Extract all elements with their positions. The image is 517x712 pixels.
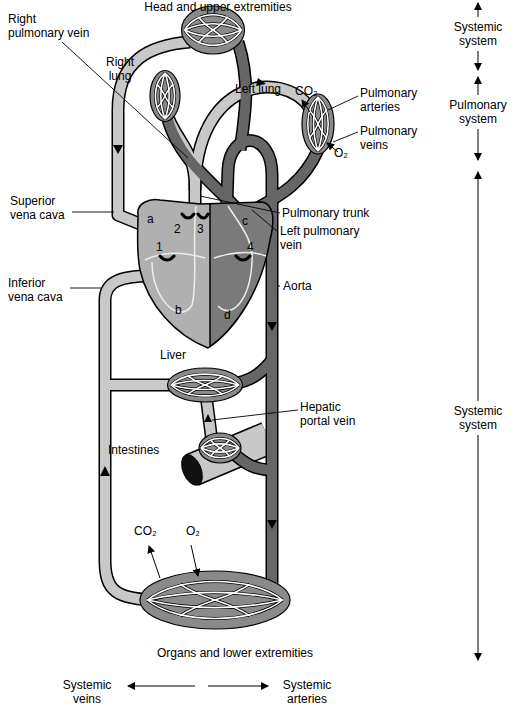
valve — [160, 256, 174, 260]
vessel-outline — [105, 276, 160, 600]
region-label: Head and upper extremities — [128, 0, 308, 14]
vessel-label: Pulmonary trunk — [282, 206, 392, 220]
right-ventricle-channel — [152, 206, 196, 312]
vessel-label: Superior vena cava — [10, 194, 75, 222]
leader-line — [200, 196, 280, 213]
leader-line — [212, 410, 298, 420]
leader-line — [62, 42, 188, 158]
heart-valves — [160, 214, 250, 260]
vessel-outline — [105, 379, 175, 392]
vessel-label: Pulmonary veins — [360, 124, 430, 152]
system-label: Systemic system — [443, 20, 513, 48]
bracket-arrow — [478, 51, 479, 70]
hepatic-vein-vessel — [105, 380, 175, 390]
leader-line — [72, 212, 114, 213]
gas-arrows — [149, 100, 338, 578]
legend-text: Systemic veins — [52, 678, 122, 706]
heart-outline — [138, 200, 273, 348]
vessel-label: Aorta — [283, 279, 343, 293]
bracket-arrow — [478, 435, 479, 660]
gas-label: CO₂ — [295, 84, 325, 98]
leader-line — [333, 132, 358, 142]
intestine-capillary-bed — [199, 433, 241, 463]
leader-line — [328, 96, 358, 110]
inferior-vena-cava-vessel — [105, 276, 160, 600]
leader-line — [70, 288, 101, 289]
flow-arrow — [204, 414, 212, 422]
flow-arrow — [100, 466, 110, 476]
valve-number: 2 — [174, 222, 186, 236]
gas-arrow — [191, 545, 198, 576]
carotid-vessel — [238, 42, 246, 150]
flow-arrows — [100, 78, 277, 529]
gas-arrow — [149, 546, 160, 578]
vessel-label: Pulmonary arteries — [360, 86, 430, 114]
bracket-arrow — [478, 129, 479, 160]
organ-label: Liver — [160, 348, 210, 362]
vessel-label: Left pulmonary vein — [280, 224, 380, 252]
bracket-arrow — [478, 3, 479, 17]
left-av-boundary — [214, 252, 266, 258]
chamber-letter: b — [175, 303, 189, 317]
chamber-letter: a — [147, 212, 161, 226]
bracket-arrow — [478, 77, 479, 95]
organ-label: Intestines — [108, 443, 178, 457]
chamber-letter: c — [242, 214, 256, 228]
gas-label: O₂ — [334, 146, 364, 160]
chamber-letter: d — [224, 308, 238, 322]
leader-line — [277, 286, 280, 287]
bracket-arrow — [478, 172, 479, 401]
organ-label: Left lung — [235, 82, 305, 96]
vein-vessels — [105, 42, 310, 600]
heart-left-side — [210, 190, 290, 360]
vessel-label: Inferior vena cava — [8, 276, 70, 304]
gas-arrow — [302, 100, 310, 112]
region-label: Organs and lower extremities — [120, 646, 350, 660]
liver-capillary-bed — [168, 368, 243, 402]
systemic-capillary-bed — [140, 571, 290, 629]
valve-number: 3 — [197, 222, 209, 236]
organ-label: Right lung — [100, 55, 140, 83]
leader-line — [252, 210, 278, 232]
vessel-label: Hepatic portal vein — [300, 400, 370, 428]
valve — [198, 214, 208, 218]
gas-label: CO₂ — [134, 524, 164, 538]
legend-text: Systemic arteries — [272, 678, 342, 706]
intestine-opening — [177, 452, 206, 488]
vessel-outlines — [105, 42, 318, 600]
direction-arrow — [208, 686, 268, 687]
right-av-boundary — [145, 253, 205, 260]
valve — [236, 256, 250, 260]
valve-number: 1 — [156, 240, 168, 254]
heart-chambers — [145, 206, 266, 312]
valve-number: 4 — [247, 240, 259, 254]
flow-arrow — [113, 145, 123, 154]
valve — [182, 214, 194, 218]
direction-arrow — [128, 686, 195, 687]
gas-label: O₂ — [186, 524, 216, 538]
system-label: Pulmonary system — [443, 98, 513, 126]
heart-septum — [209, 203, 211, 347]
right-lung-capillary-bed — [150, 71, 180, 122]
system-label: Systemic system — [443, 404, 513, 432]
system-brackets — [128, 3, 478, 686]
flow-arrow — [267, 520, 277, 529]
pulmonary-vein-vessel — [168, 120, 240, 212]
vessel-label: Right pulmonary vein — [8, 12, 92, 40]
flow-arrow — [267, 322, 277, 331]
